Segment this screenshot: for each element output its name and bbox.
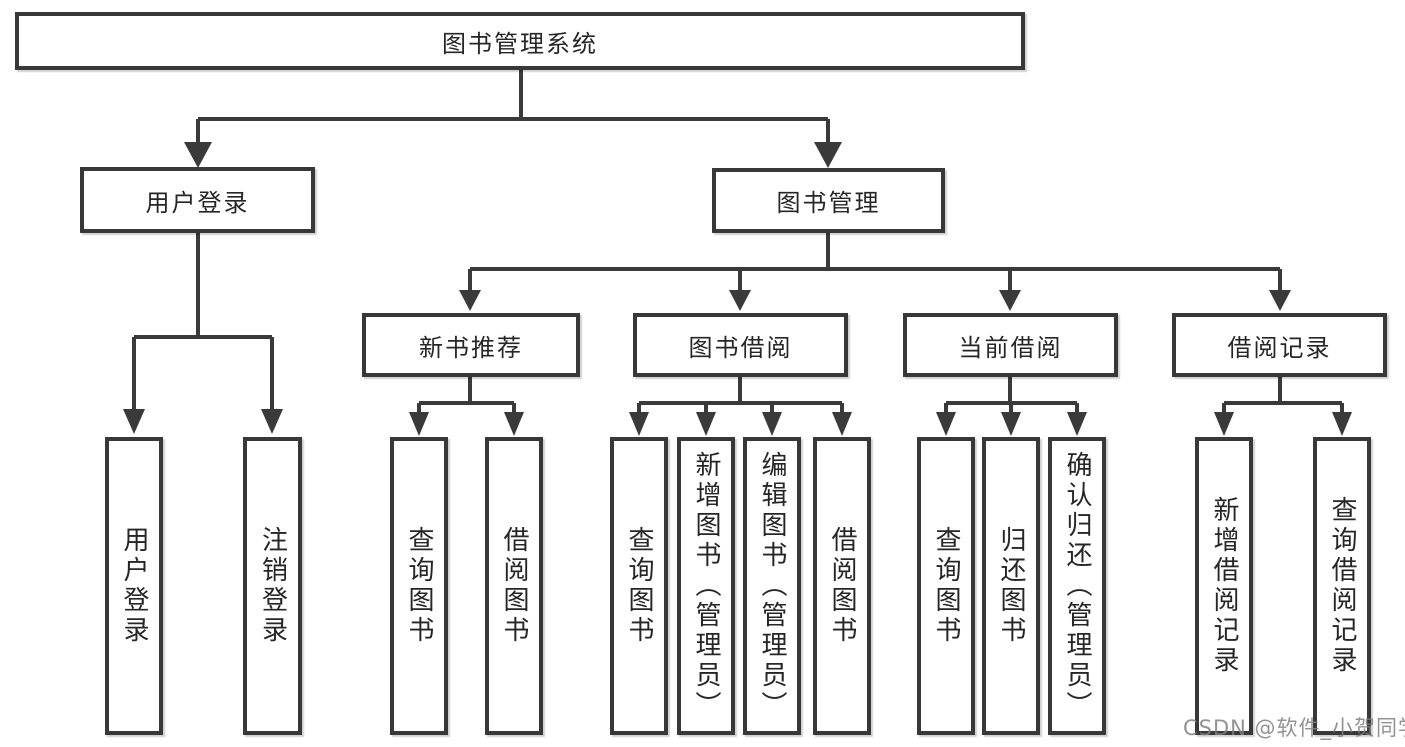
node-leaf-nb-query-books: 查询图书 <box>390 437 448 735</box>
arrowheads-records-to-children <box>1214 412 1352 436</box>
connector-records-to-children <box>1222 377 1344 414</box>
node-borrow-records: 借阅记录 <box>1172 313 1387 377</box>
node-leaf-cb-query-books: 查询图书 <box>917 437 975 735</box>
connector-bookmgmt-to-level3 <box>468 233 1282 292</box>
node-leaf-br-query-record: 查询借阅记录 <box>1313 437 1371 735</box>
node-current-borrow: 当前借阅 <box>903 313 1118 377</box>
arrowheads-bookmgmt-to-level3 <box>459 290 1291 311</box>
arrowheads-borrow-to-children <box>629 412 852 436</box>
node-leaf-cb-confirm-return-admin: 确认归还（管理员） <box>1048 437 1106 735</box>
node-user-login: 用户登录 <box>80 167 315 233</box>
node-leaf-cb-return-books: 归还图书 <box>982 437 1040 735</box>
arrowheads-newbooks-to-children <box>409 412 524 436</box>
node-book-management: 图书管理 <box>712 168 945 233</box>
node-leaf-bb-edit-books-admin: 编辑图书（管理员） <box>743 437 801 735</box>
connector-userlogin-to-children <box>132 232 274 411</box>
connector-current-to-children <box>944 377 1079 414</box>
node-leaf-user-login: 用户登录 <box>105 437 163 735</box>
connector-newbooks-to-children <box>417 377 516 414</box>
node-leaf-nb-borrow-books: 借阅图书 <box>485 437 543 735</box>
node-library-system: 图书管理系统 <box>15 12 1025 70</box>
node-new-book-recommend: 新书推荐 <box>362 313 580 377</box>
node-leaf-bb-add-books-admin: 新增图书（管理员） <box>677 437 735 735</box>
arrowheads-current-to-children <box>936 412 1087 436</box>
node-leaf-bb-query-books: 查询图书 <box>610 437 668 735</box>
connector-borrow-to-children <box>637 377 844 414</box>
node-leaf-br-add-record: 新增借阅记录 <box>1195 437 1253 735</box>
node-book-borrow: 图书借阅 <box>633 313 848 377</box>
csdn-watermark: CSDN @软件_小贺同学 <box>1183 716 1405 740</box>
connector-root-to-level2 <box>196 68 830 144</box>
node-leaf-logout: 注销登录 <box>243 437 302 735</box>
arrowheads-userlogin-to-children <box>123 409 283 434</box>
node-leaf-bb-borrow-books: 借阅图书 <box>813 437 871 735</box>
arrowheads-root-to-level2 <box>184 142 842 168</box>
